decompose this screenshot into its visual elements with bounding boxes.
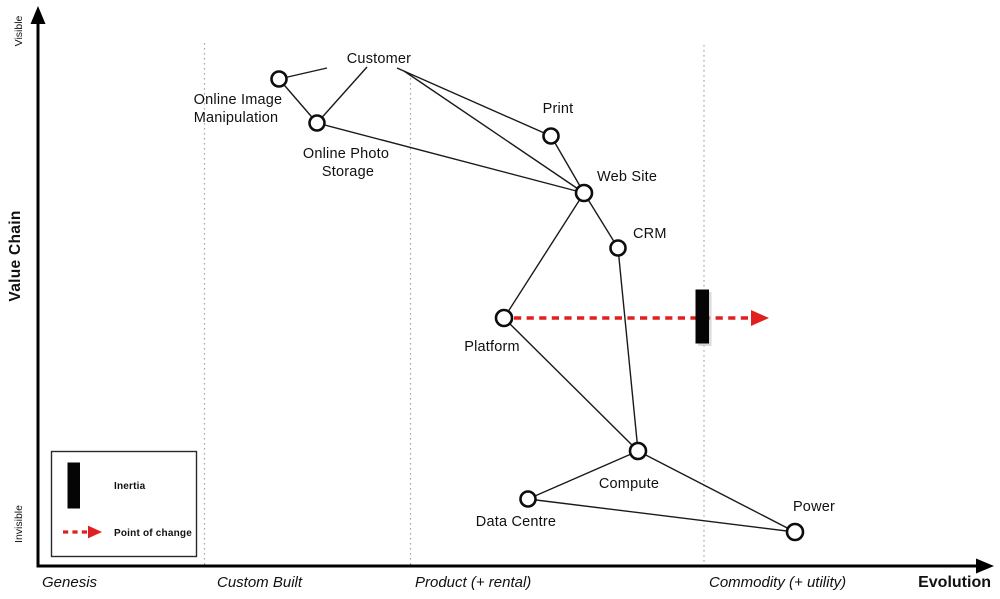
edge-online-image-manipulation-online-photo-storage [278, 78, 318, 124]
edge-customer-web-site [403, 70, 585, 194]
edge-customer-print [396, 67, 552, 137]
y-axis-arrow-icon [30, 6, 46, 24]
node-power [785, 522, 805, 542]
inertia-bar [695, 289, 709, 344]
node-online-image-manipulation [270, 70, 288, 88]
stage-label-commodity: Commodity (+ utility) [709, 574, 846, 591]
point-of-change-arrowhead-icon [751, 310, 769, 326]
node-label-platform: Platform [464, 339, 520, 355]
node-label-online-photo-storage-line2: Storage [322, 164, 374, 180]
node-compute [628, 441, 648, 461]
node-label-online-image-manipulation-line1: Online Image [194, 92, 283, 108]
stage-label-genesis: Genesis [42, 574, 98, 591]
edge-print-web-site [550, 135, 585, 194]
node-label-print: Print [543, 101, 574, 117]
node-label-customer: Customer [347, 51, 411, 67]
edge-compute-data-centre [527, 450, 639, 500]
stage-label-product: Product (+ rental) [415, 574, 531, 591]
legend-point-of-change-label: Point of change [114, 528, 192, 539]
edge-crm-compute [617, 247, 639, 452]
node-online-photo-storage [308, 114, 326, 132]
node-label-data-centre: Data Centre [476, 514, 556, 530]
point-of-change-arrow [514, 310, 769, 326]
stage-label-custom-built: Custom Built [217, 574, 303, 591]
node-print [542, 127, 560, 145]
node-labels: Customer Online Image Manipulation Onlin… [194, 51, 835, 530]
edge-customer-online-photo-storage [316, 66, 368, 124]
y-axis-visible-label: Visible [13, 15, 25, 46]
y-axis-title: Value Chain [7, 210, 24, 301]
edges [278, 66, 796, 533]
node-label-online-image-manipulation-line2: Manipulation [194, 110, 279, 126]
edge-platform-compute [503, 317, 639, 452]
node-label-web-site: Web Site [597, 169, 657, 185]
edge-web-site-platform [503, 192, 585, 319]
node-label-crm: CRM [633, 226, 667, 242]
node-platform [494, 308, 514, 328]
node-crm [609, 239, 627, 257]
x-axis-arrow-icon [976, 558, 994, 574]
node-data-centre [519, 490, 537, 508]
node-web-site [574, 183, 594, 203]
y-axis-invisible-label: Invisible [13, 505, 25, 543]
legend: Inertia Point of change [50, 450, 198, 558]
edge-online-photo-storage-web-site [316, 122, 585, 194]
edge-data-centre-power [527, 498, 796, 533]
edge-compute-power [637, 450, 796, 533]
node-label-power: Power [793, 499, 835, 515]
edge-web-site-crm [583, 192, 619, 249]
node-label-compute: Compute [599, 476, 659, 492]
legend-inertia-label: Inertia [114, 481, 146, 492]
legend-point-of-change-arrowhead-icon [88, 525, 102, 539]
node-label-online-photo-storage-line1: Online Photo [303, 146, 389, 162]
legend-inertia-bar-icon [67, 462, 80, 509]
x-axis-title: Evolution [918, 574, 991, 591]
nodes [270, 70, 805, 542]
